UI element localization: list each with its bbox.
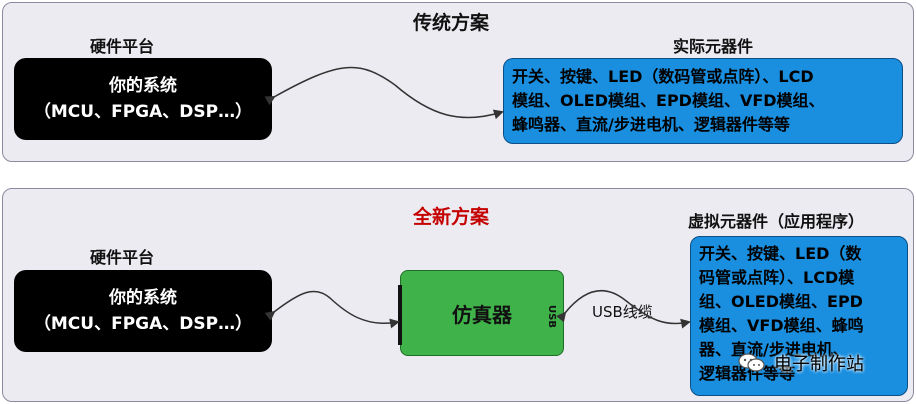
system-examples: （MCU、FPGA、DSP…）	[33, 314, 253, 334]
wechat-icon	[738, 353, 765, 372]
virtual-components-label: 虚拟元器件（应用程序）	[688, 212, 865, 231]
components-line: 模组、OLED模组、EPD模组、VFD模组、	[512, 91, 825, 110]
components-line: 逻辑器件等等	[699, 364, 796, 383]
emulator-label: 仿真器	[452, 303, 512, 327]
emulator-usb-port-label: USB	[546, 305, 557, 328]
components-line: 组、OLED模组、EPD	[699, 292, 863, 311]
virtual-components-box: 开关、按键、LED（数 码管或点阵）、LCD模 组、OLED模组、EPD 模组、…	[690, 236, 908, 396]
emulator-connector-bar	[398, 285, 402, 345]
traditional-system-box: 你的系统 （MCU、FPGA、DSP…）	[14, 58, 272, 140]
new-system-box: 你的系统 （MCU、FPGA、DSP…）	[14, 270, 272, 352]
system-name: 你的系统	[109, 288, 177, 308]
watermark-text: 电子制作站	[774, 354, 864, 375]
system-name: 你的系统	[109, 76, 177, 96]
components-line: 蜂鸣器、直流/步进电机、逻辑器件等等	[512, 115, 790, 134]
emulator-box: 仿真器 USB	[398, 270, 564, 356]
system-to-emulator-arrow	[264, 290, 400, 329]
traditional-link-arrow	[264, 66, 504, 120]
new-title: 全新方案	[413, 206, 490, 228]
system-examples: （MCU、FPGA、DSP…）	[33, 102, 253, 122]
components-line: 开关、按键、LED（数	[699, 244, 862, 263]
watermark: 电子制作站	[738, 350, 864, 376]
components-line: 开关、按键、LED（数码管或点阵）、LCD	[512, 67, 814, 86]
usb-cable-arrow	[556, 289, 691, 329]
new-hardware-label: 硬件平台	[90, 248, 155, 267]
traditional-hardware-label: 硬件平台	[90, 37, 155, 56]
traditional-components-label: 实际元器件	[673, 37, 754, 56]
components-line: 器、直流/步进电机、	[699, 340, 849, 359]
traditional-components-box: 开关、按键、LED（数码管或点阵）、LCD 模组、OLED模组、EPD模组、VF…	[503, 58, 903, 144]
components-line: 码管或点阵）、LCD模	[699, 268, 855, 287]
components-line: 模组、VFD模组、蜂鸣	[699, 316, 864, 335]
traditional-title: 传统方案	[413, 12, 490, 34]
